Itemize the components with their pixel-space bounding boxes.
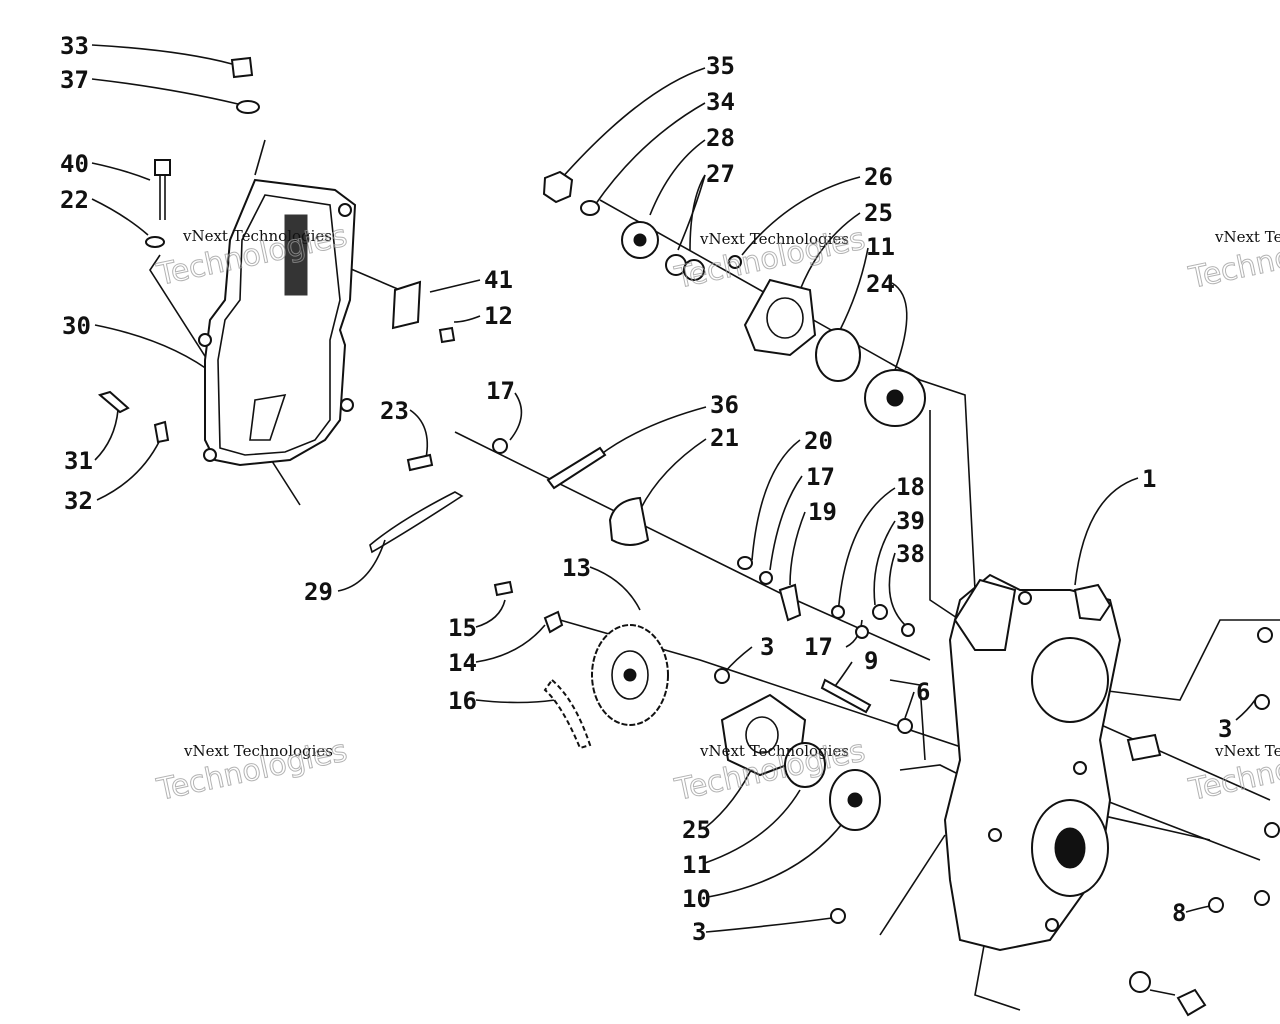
callout-33: 33: [60, 32, 89, 60]
callout-30: 30: [62, 312, 91, 340]
callout-3-lower: 3: [692, 918, 706, 946]
chaincase-housing: [943, 573, 1162, 952]
watermark-text: vNext Technologies: [1214, 742, 1280, 760]
callout-21: 21: [710, 424, 739, 452]
callout-17-middle: 17: [806, 463, 835, 491]
callout-40: 40: [60, 150, 89, 178]
callout-14: 14: [448, 649, 477, 677]
right-hardware: [1129, 627, 1280, 1017]
watermark: vNext Technologies Technologies: [153, 733, 351, 809]
watermark-text: vNext Technologies: [699, 742, 849, 760]
callout-26: 26: [864, 163, 893, 191]
cover-fasteners: [97, 56, 508, 554]
callout-23: 23: [380, 397, 409, 425]
watermark: vNext Technologies Technologies: [1185, 221, 1280, 297]
callout-41: 41: [484, 266, 513, 294]
callout-3-middle: 3: [760, 633, 774, 661]
callout-15: 15: [448, 614, 477, 642]
watermark-group: vNext Technologies Technologies vNext Te…: [153, 218, 1280, 809]
callout-8: 8: [1172, 899, 1186, 927]
callout-25-lower: 25: [682, 816, 711, 844]
callout-37: 37: [60, 66, 89, 94]
lower-bearing-parts: [720, 693, 881, 924]
callout-18: 18: [896, 473, 925, 501]
callout-17-lower: 17: [804, 633, 833, 661]
driven-sprocket: [493, 580, 669, 750]
callout-10: 10: [682, 885, 711, 913]
callout-22: 22: [60, 186, 89, 214]
callout-1: 1: [1142, 465, 1156, 493]
callout-17-upper: 17: [486, 377, 515, 405]
callout-32: 32: [64, 487, 93, 515]
callout-29: 29: [304, 578, 333, 606]
watermark-text: vNext Technologies: [183, 742, 333, 760]
callout-34: 34: [706, 88, 735, 116]
callout-39: 39: [896, 507, 925, 535]
callout-27: 27: [706, 160, 735, 188]
callout-28: 28: [706, 124, 735, 152]
upper-shaft-parts: [542, 170, 926, 427]
callout-3-right: 3: [1218, 715, 1232, 743]
tensioner-parts: [546, 446, 915, 734]
callout-9: 9: [864, 647, 878, 675]
chaincase-cover: [198, 178, 357, 467]
callout-31: 31: [64, 447, 93, 475]
callout-24: 24: [866, 270, 895, 298]
watermark: vNext Technologies Technologies: [1185, 733, 1280, 809]
callout-35: 35: [706, 52, 735, 80]
callout-12: 12: [484, 302, 513, 330]
watermark-text: vNext Technologies: [1214, 228, 1280, 246]
callout-25-upper: 25: [864, 199, 893, 227]
callout-labels: 33 37 40 22 30 31 32 41 12 23 17 29 35 3…: [60, 32, 1232, 946]
callout-11-upper: 11: [866, 233, 895, 261]
watermark-text: vNext Technologies: [182, 227, 332, 245]
watermark-text: vNext Technologies: [699, 230, 849, 248]
callout-19: 19: [808, 498, 837, 526]
callout-16: 16: [448, 687, 477, 715]
callout-36: 36: [710, 391, 739, 419]
callout-13: 13: [562, 554, 591, 582]
callout-6: 6: [916, 678, 930, 706]
callout-38: 38: [896, 540, 925, 568]
callout-11-lower: 11: [682, 851, 711, 879]
callout-20: 20: [804, 427, 833, 455]
